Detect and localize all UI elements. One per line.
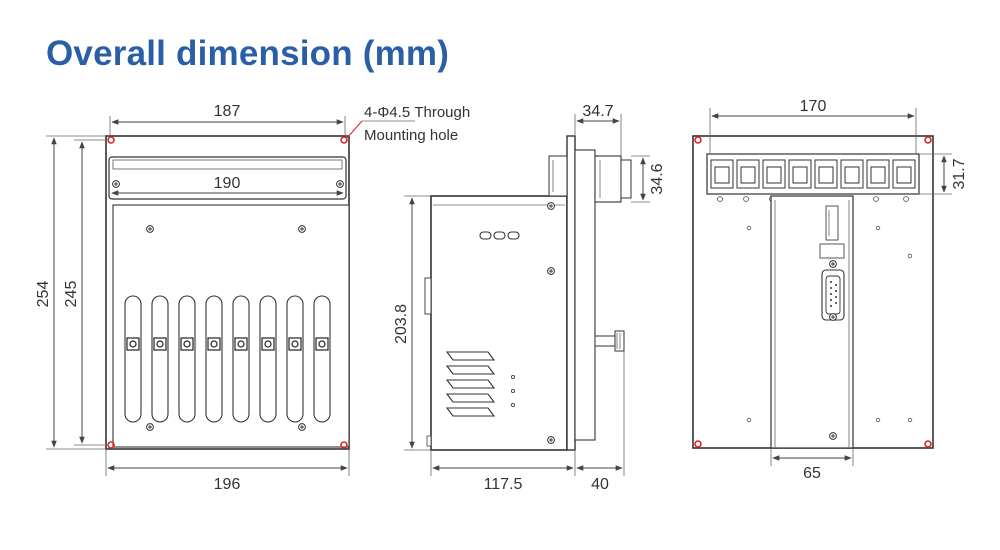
side-body-height-label: 203.8 <box>393 304 410 344</box>
side-view: 34.7 34.6 203.8 117.5 40 <box>393 103 666 493</box>
rear-mounting-hole-markers <box>694 136 932 448</box>
front-bottom-width-label: 196 <box>214 476 241 493</box>
page-title: Overall dimension (mm) <box>46 34 450 73</box>
side-connector-height-label: 34.6 <box>649 163 666 194</box>
rear-connector-height-label: 31.7 <box>951 158 968 189</box>
front-view: 187 190 196 254 245 4-Φ4.5 Through Mount… <box>35 103 470 493</box>
front-handle-width-label: 190 <box>214 175 241 192</box>
front-inner-height-label: 245 <box>63 281 80 308</box>
mounting-hole-callout-line1: 4-Φ4.5 Through <box>364 104 470 121</box>
front-outer-height-label: 254 <box>35 281 52 308</box>
side-top-depth-label: 34.7 <box>582 103 613 120</box>
side-front-depth-label: 40 <box>591 476 609 493</box>
mounting-hole-markers <box>107 136 348 449</box>
side-body-depth-label: 117.5 <box>484 476 523 493</box>
rear-top-width-label: 170 <box>800 98 827 115</box>
mounting-hole-callout-line2: Mounting hole <box>364 127 458 144</box>
rear-center-width-label: 65 <box>803 465 821 482</box>
front-top-width-label: 187 <box>214 103 241 120</box>
rear-center-module <box>770 195 854 449</box>
rear-view: 170 31.7 65 <box>692 98 968 482</box>
front-slots <box>124 295 331 423</box>
